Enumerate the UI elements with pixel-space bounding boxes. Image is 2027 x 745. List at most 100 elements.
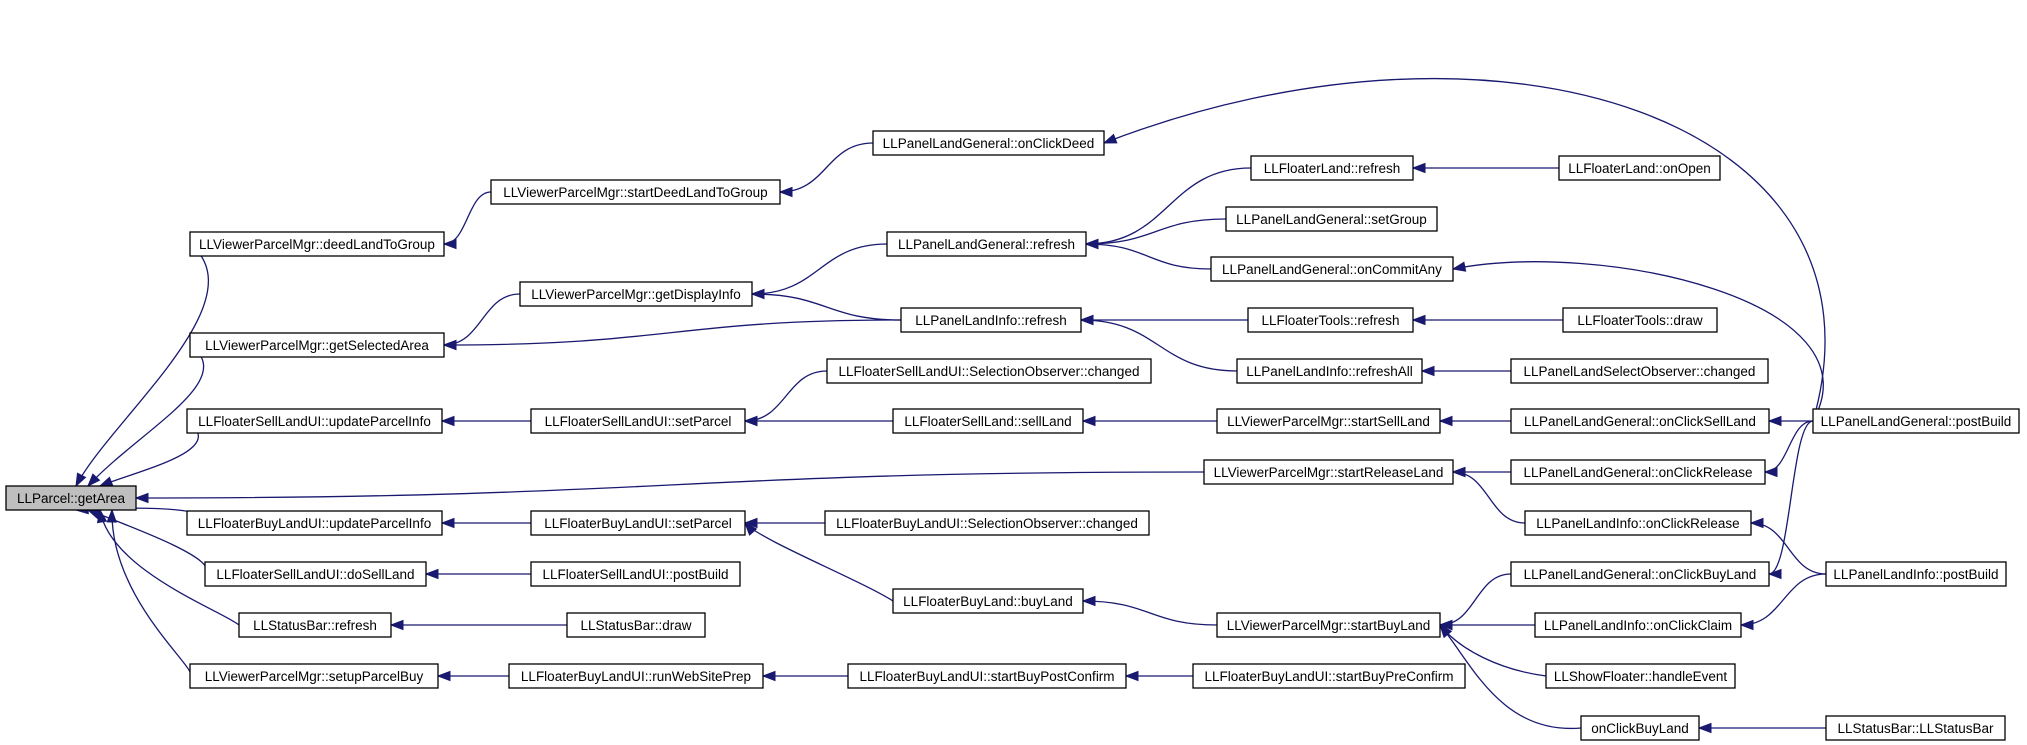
- node-sellPostBuild[interactable]: LLFloaterSellLandUI::postBuild: [530, 561, 741, 587]
- node-statusBarRefresh[interactable]: LLStatusBar::refresh: [238, 612, 392, 638]
- edge-startBuyPostConfirm-to-runWebSitePrep: [761, 670, 849, 682]
- node-box[interactable]: [1562, 307, 1718, 333]
- node-startBuyLand[interactable]: LLViewerParcelMgr::startBuyLand: [1216, 612, 1441, 638]
- node-box[interactable]: [189, 231, 445, 257]
- node-box[interactable]: [1510, 408, 1770, 434]
- node-box[interactable]: [530, 561, 741, 587]
- node-box[interactable]: [1825, 715, 2006, 741]
- node-box[interactable]: [1216, 408, 1441, 434]
- node-box[interactable]: [1225, 206, 1438, 232]
- node-box[interactable]: [824, 510, 1150, 536]
- node-sellLand[interactable]: LLFloaterSellLand::sellLand: [892, 408, 1084, 434]
- node-floaterToolsDraw[interactable]: LLFloaterTools::draw: [1562, 307, 1718, 333]
- node-floaterLandOnOpen[interactable]: LLFloaterLand::onOpen: [1558, 155, 1721, 181]
- node-box[interactable]: [1510, 459, 1766, 485]
- node-buySetParcel[interactable]: LLFloaterBuyLandUI::setParcel: [530, 510, 746, 536]
- node-deedLandToGroup[interactable]: LLViewerParcelMgr::deedLandToGroup: [189, 231, 445, 257]
- node-box[interactable]: [1534, 612, 1742, 638]
- edge-line: [99, 420, 199, 487]
- node-box[interactable]: [1250, 155, 1414, 181]
- node-box[interactable]: [1203, 459, 1454, 485]
- node-box[interactable]: [892, 588, 1084, 614]
- node-box[interactable]: [186, 510, 443, 536]
- node-floaterToolsRefresh[interactable]: LLFloaterTools::refresh: [1247, 307, 1414, 333]
- node-box[interactable]: [204, 561, 427, 587]
- node-startDeedLandToGroup[interactable]: LLViewerParcelMgr::startDeedLandToGroup: [490, 179, 781, 205]
- node-box[interactable]: [1236, 358, 1423, 384]
- node-infoPostBuild[interactable]: LLPanelLandInfo::postBuild: [1825, 561, 2007, 587]
- node-buyUpdateParcelInfo[interactable]: LLFloaterBuyLandUI::updateParcelInfo: [186, 510, 443, 536]
- node-statusBarDraw[interactable]: LLStatusBar::draw: [566, 612, 706, 638]
- node-box[interactable]: [872, 130, 1105, 156]
- node-box[interactable]: [519, 281, 753, 307]
- node-getSelectedArea[interactable]: LLViewerParcelMgr::getSelectedArea: [189, 332, 445, 358]
- node-box[interactable]: [508, 663, 764, 689]
- edge-statusBarCtor-to-onClickBuyLand: [1697, 722, 1826, 734]
- node-box[interactable]: [847, 663, 1127, 689]
- node-box[interactable]: [1812, 408, 2020, 434]
- node-box[interactable]: [1247, 307, 1414, 333]
- node-box[interactable]: [1210, 256, 1454, 282]
- node-startSellLand[interactable]: LLViewerParcelMgr::startSellLand: [1216, 408, 1441, 434]
- edge-landGeneralRefresh-to-getDisplayInfo: [750, 243, 888, 300]
- node-refreshAll[interactable]: LLPanelLandInfo::refreshAll: [1236, 358, 1423, 384]
- node-box[interactable]: [1545, 663, 1736, 689]
- node-box[interactable]: [5, 485, 137, 511]
- node-handleEvent[interactable]: LLShowFloater::handleEvent: [1545, 663, 1736, 689]
- node-onCommitAny[interactable]: LLPanelLandGeneral::onCommitAny: [1210, 256, 1454, 282]
- node-sellSetParcel[interactable]: LLFloaterSellLandUI::setParcel: [530, 408, 746, 434]
- node-setGroup[interactable]: LLPanelLandGeneral::setGroup: [1225, 206, 1438, 232]
- arrowhead: [1697, 722, 1712, 734]
- node-root[interactable]: LLParcel::getArea: [5, 485, 137, 511]
- node-box[interactable]: [826, 358, 1152, 384]
- node-label: LLFloaterSellLandUI::SelectionObserver::…: [839, 364, 1140, 379]
- node-box[interactable]: [530, 408, 746, 434]
- node-box[interactable]: [186, 408, 443, 434]
- node-box[interactable]: [1580, 715, 1700, 741]
- node-buyLand[interactable]: LLFloaterBuyLand::buyLand: [892, 588, 1084, 614]
- node-onClickBuyLand[interactable]: onClickBuyLand: [1580, 715, 1700, 741]
- node-landGeneralRefresh[interactable]: LLPanelLandGeneral::refresh: [886, 231, 1087, 257]
- node-box[interactable]: [1524, 510, 1752, 536]
- node-infoOnClickRelease[interactable]: LLPanelLandInfo::onClickRelease: [1524, 510, 1752, 536]
- node-box[interactable]: [1558, 155, 1721, 181]
- node-box[interactable]: [238, 612, 392, 638]
- node-onClickBuyLandGeneral[interactable]: LLPanelLandGeneral::onClickBuyLand: [1510, 561, 1770, 587]
- node-onClickDeed[interactable]: LLPanelLandGeneral::onClickDeed: [872, 130, 1105, 156]
- node-label: LLStatusBar::LLStatusBar: [1837, 721, 1994, 736]
- node-box[interactable]: [1510, 561, 1770, 587]
- node-startBuyPostConfirm[interactable]: LLFloaterBuyLandUI::startBuyPostConfirm: [847, 663, 1127, 689]
- node-box[interactable]: [886, 231, 1087, 257]
- node-startBuyPreConfirm[interactable]: LLFloaterBuyLandUI::startBuyPreConfirm: [1192, 663, 1466, 689]
- node-generalPostBuild[interactable]: LLPanelLandGeneral::postBuild: [1812, 408, 2020, 434]
- node-sellUpdateParcelInfo[interactable]: LLFloaterSellLandUI::updateParcelInfo: [186, 408, 443, 434]
- node-box[interactable]: [1192, 663, 1466, 689]
- node-box[interactable]: [490, 179, 781, 205]
- arrowhead: [761, 670, 776, 682]
- edge-line: [443, 293, 521, 346]
- node-generalOnClickRelease[interactable]: LLPanelLandGeneral::onClickRelease: [1510, 459, 1766, 485]
- node-doSellLand[interactable]: LLFloaterSellLandUI::doSellLand: [204, 561, 427, 587]
- node-box[interactable]: [530, 510, 746, 536]
- node-box[interactable]: [1216, 612, 1441, 638]
- node-getDisplayInfo[interactable]: LLViewerParcelMgr::getDisplayInfo: [519, 281, 753, 307]
- node-setupParcelBuy[interactable]: LLViewerParcelMgr::setupParcelBuy: [189, 663, 439, 689]
- node-onClickClaim[interactable]: LLPanelLandInfo::onClickClaim: [1534, 612, 1742, 638]
- node-box[interactable]: [189, 332, 445, 358]
- node-runWebSitePrep[interactable]: LLFloaterBuyLandUI::runWebSitePrep: [508, 663, 764, 689]
- node-box[interactable]: [892, 408, 1084, 434]
- node-box[interactable]: [1825, 561, 2007, 587]
- node-box[interactable]: [1510, 358, 1769, 384]
- node-statusBarCtor[interactable]: LLStatusBar::LLStatusBar: [1825, 715, 2006, 741]
- node-onClickSellLand[interactable]: LLPanelLandGeneral::onClickSellLand: [1510, 408, 1770, 434]
- node-box[interactable]: [189, 663, 439, 689]
- node-startReleaseLand[interactable]: LLViewerParcelMgr::startReleaseLand: [1203, 459, 1454, 485]
- node-buySelectionChanged[interactable]: LLFloaterBuyLandUI::SelectionObserver::c…: [824, 510, 1150, 536]
- node-box[interactable]: [566, 612, 706, 638]
- node-sellSelectionChanged[interactable]: LLFloaterSellLandUI::SelectionObserver::…: [826, 358, 1152, 384]
- node-floaterLandRefresh[interactable]: LLFloaterLand::refresh: [1250, 155, 1414, 181]
- node-landInfoRefresh[interactable]: LLPanelLandInfo::refresh: [900, 307, 1082, 333]
- node-landSelectObserverChanged[interactable]: LLPanelLandSelectObserver::changed: [1510, 358, 1769, 384]
- edge-line: [1768, 420, 1814, 575]
- node-box[interactable]: [900, 307, 1082, 333]
